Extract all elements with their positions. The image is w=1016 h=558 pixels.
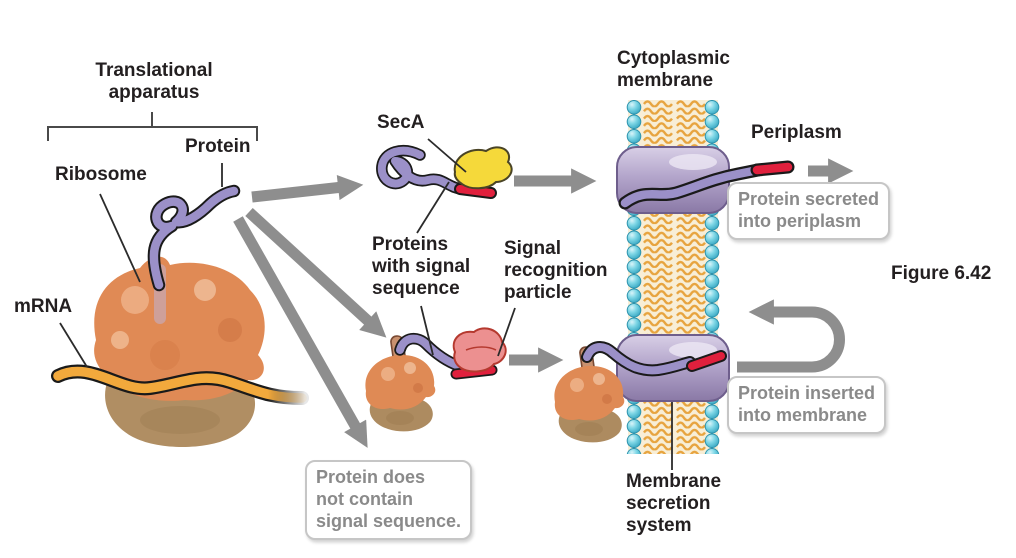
leader-signal-seq-up	[416, 181, 450, 234]
label-membrane-secretion-system: Membrane secretion system	[626, 471, 722, 537]
label-signal-recognition-particle: Signal recognition particle	[504, 238, 608, 304]
label-periplasm: Periplasm	[751, 122, 842, 143]
callout-no-signal-sequence: Protein does not contain signal sequence…	[305, 460, 473, 540]
leader-mrna	[59, 322, 88, 368]
label-protein: Protein	[185, 136, 251, 157]
arrow-loop-into-membrane	[737, 299, 845, 373]
callout-protein-secreted: Protein secreted into periplasm	[727, 182, 891, 240]
signal-sequence-seca	[456, 185, 495, 197]
label-proteins-with-signal-sequence: Proteins with signal sequence	[372, 234, 471, 300]
figure-caption: Figure 6.42	[891, 263, 992, 284]
seca-complex	[376, 145, 513, 199]
leader-signal-seq-down	[420, 305, 434, 356]
label-translational-apparatus: Translational apparatus	[95, 60, 213, 104]
arrow-to-seca	[251, 174, 364, 203]
label-mrna: mRNA	[14, 296, 73, 317]
label-cytoplasmic-membrane: Cytoplasmic membrane	[617, 48, 730, 92]
signal-sequence-tip	[752, 162, 793, 175]
bracket-translational-apparatus	[47, 112, 258, 141]
srp-complex	[394, 327, 507, 380]
leader-seca	[427, 138, 467, 173]
mrna-ribbon	[51, 364, 309, 405]
label-seca: SecA	[377, 112, 425, 133]
signal-sequence-in-channel	[688, 352, 725, 370]
leader-lines	[59, 138, 673, 470]
inserted-protein-chain	[581, 341, 727, 377]
ribosome-large	[94, 256, 265, 447]
leader-srp	[497, 307, 516, 357]
callout-protein-inserted: Protein inserted into membrane	[727, 376, 887, 434]
arrow-to-no-signal	[233, 216, 368, 448]
leader-ribosome	[99, 193, 141, 283]
seca-blob	[453, 146, 513, 190]
secreted-protein-chain	[618, 160, 795, 210]
label-ribosome: Ribosome	[55, 164, 147, 185]
srp-blob	[452, 327, 507, 373]
flow-arrows	[233, 158, 854, 448]
nascent-protein-chain	[147, 184, 241, 292]
arrow-to-srp	[245, 207, 387, 338]
translocon-top	[616, 146, 730, 214]
